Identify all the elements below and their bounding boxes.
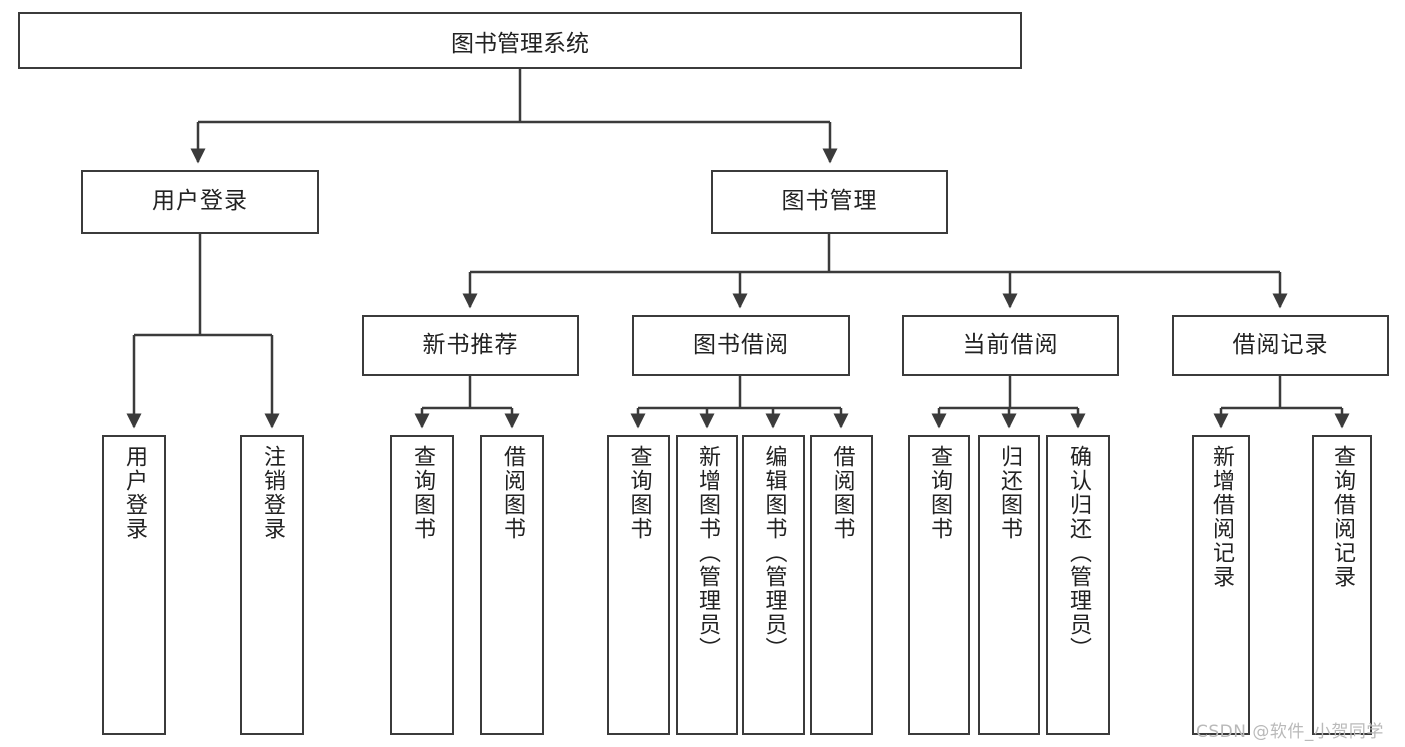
node-label: 当前借阅 (962, 331, 1059, 358)
node-leaf-borrow-book-recommend[interactable]: 借阅图书 (480, 435, 544, 735)
node-root-book-management-system[interactable]: 图书管理系统 (18, 12, 1022, 69)
node-label: 注销登录 (259, 445, 285, 541)
node-label: 查询图书 (626, 445, 652, 541)
node-leaf-return-book[interactable]: 归还图书 (978, 435, 1040, 735)
node-leaf-logout-login[interactable]: 注销登录 (240, 435, 304, 735)
node-label: 图书管理 (781, 188, 878, 215)
node-label: 归还图书 (996, 445, 1022, 541)
node-label: 新增借阅记录 (1208, 445, 1234, 589)
node-current-borrow[interactable]: 当前借阅 (902, 315, 1119, 376)
node-label: 图书管理系统 (451, 30, 589, 57)
node-label: 新书推荐 (422, 331, 519, 358)
node-label: 借阅图书 (829, 445, 855, 541)
node-label: 确认归还（管理员） (1065, 445, 1091, 661)
node-label: 借阅记录 (1232, 331, 1329, 358)
node-label: 查询图书 (926, 445, 952, 541)
node-leaf-add-borrow-record[interactable]: 新增借阅记录 (1192, 435, 1250, 735)
node-label: 查询借阅记录 (1329, 445, 1355, 589)
node-leaf-add-book-admin[interactable]: 新增图书（管理员） (676, 435, 738, 735)
node-leaf-query-book-recommend[interactable]: 查询图书 (390, 435, 454, 735)
node-leaf-edit-book-admin[interactable]: 编辑图书（管理员） (742, 435, 805, 735)
node-book-borrow[interactable]: 图书借阅 (632, 315, 850, 376)
node-leaf-borrow-book[interactable]: 借阅图书 (810, 435, 873, 735)
node-label: 查询图书 (409, 445, 435, 541)
node-leaf-user-login[interactable]: 用户登录 (102, 435, 166, 735)
node-leaf-query-book-borrow[interactable]: 查询图书 (607, 435, 670, 735)
csdn-watermark: CSDN @软件_小贺同学 (1196, 722, 1384, 742)
node-label: 借阅图书 (499, 445, 525, 541)
node-label: 用户登录 (121, 445, 147, 541)
node-user-login[interactable]: 用户登录 (81, 170, 319, 234)
node-leaf-query-borrow-record[interactable]: 查询借阅记录 (1312, 435, 1372, 735)
node-book-manage[interactable]: 图书管理 (711, 170, 948, 234)
node-leaf-query-book-current[interactable]: 查询图书 (908, 435, 970, 735)
node-new-book-recommend[interactable]: 新书推荐 (362, 315, 579, 376)
node-label: 图书借阅 (693, 331, 789, 358)
node-leaf-confirm-return-admin[interactable]: 确认归还（管理员） (1046, 435, 1110, 735)
node-label: 用户登录 (152, 188, 248, 215)
node-borrow-record[interactable]: 借阅记录 (1172, 315, 1389, 376)
node-label: 编辑图书（管理员） (761, 445, 787, 661)
node-label: 新增图书（管理员） (694, 445, 720, 661)
